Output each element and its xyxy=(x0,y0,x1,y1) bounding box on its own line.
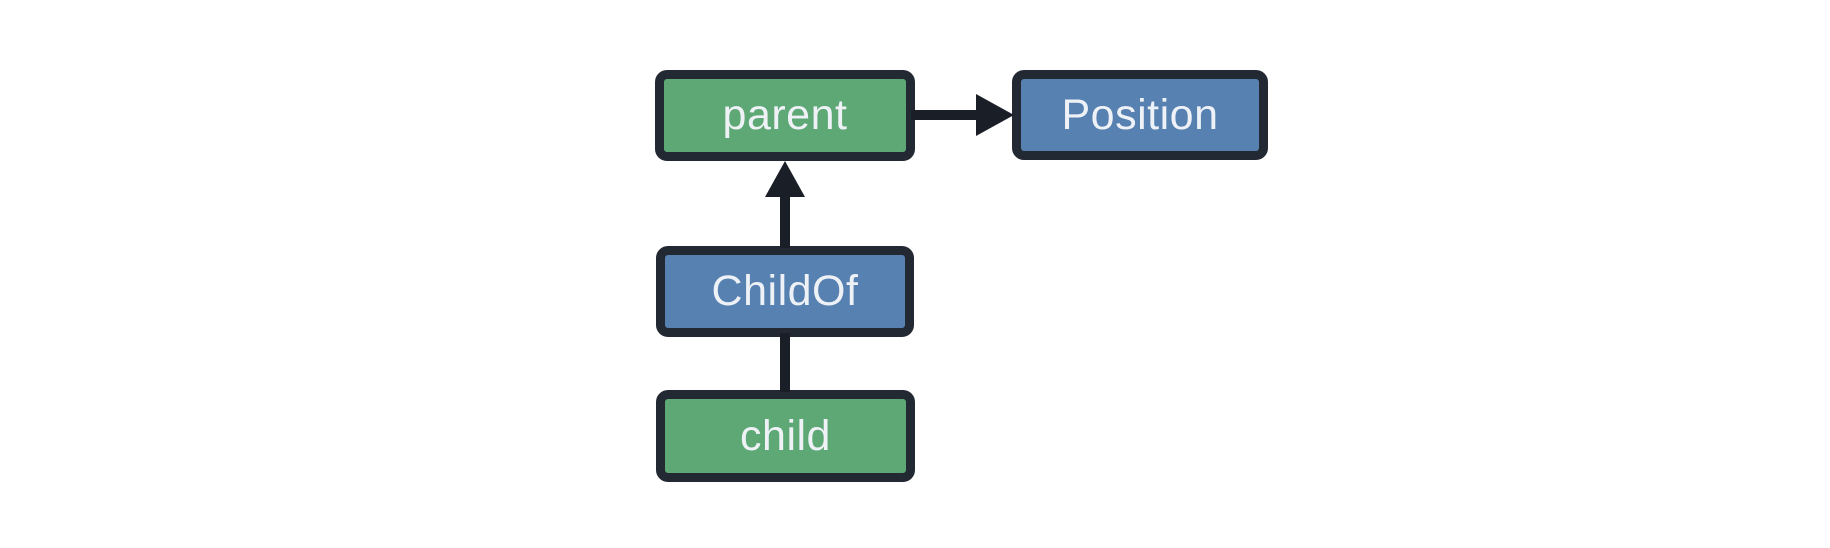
node-childof-label: ChildOf xyxy=(711,267,859,315)
node-position-label: Position xyxy=(1061,90,1219,139)
edge-child-childof-line xyxy=(780,333,790,392)
edge-childof-parent-shaft xyxy=(780,193,790,248)
node-parent-label: parent xyxy=(722,91,848,139)
node-childof: ChildOf xyxy=(656,246,914,337)
edge-parent-position-shaft xyxy=(911,110,979,120)
edge-parent-position-arrowhead-icon xyxy=(976,94,1014,136)
edge-childof-parent-arrowhead-icon xyxy=(765,161,805,197)
node-position: Position xyxy=(1012,70,1268,160)
node-parent: parent xyxy=(655,70,915,161)
node-child-label: child xyxy=(740,411,831,460)
node-child: child xyxy=(656,390,915,482)
